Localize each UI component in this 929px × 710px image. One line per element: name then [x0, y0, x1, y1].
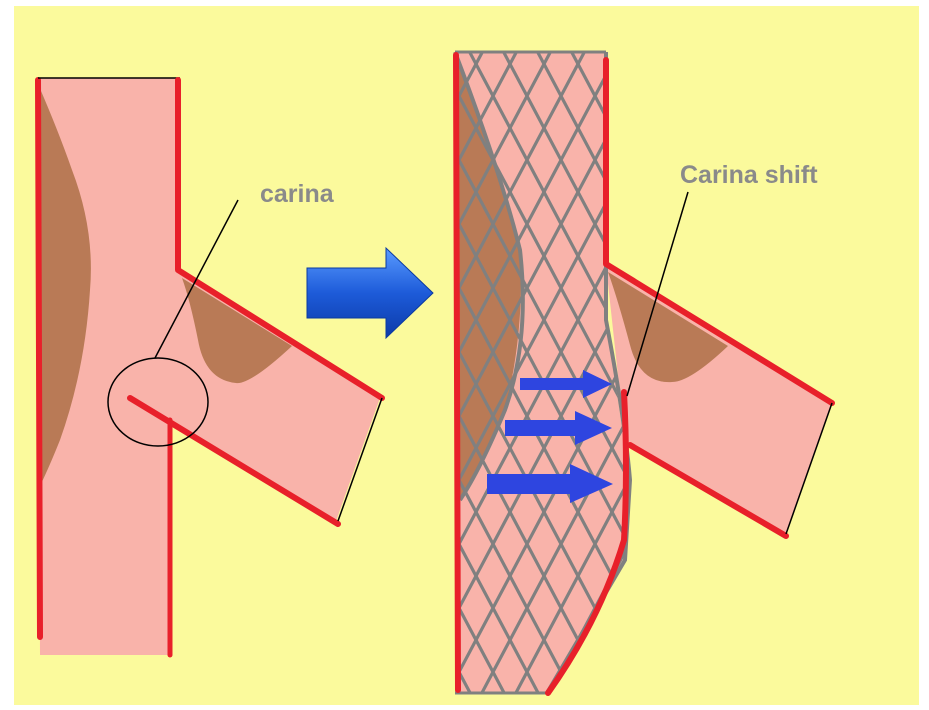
left-main-left-wall: [38, 80, 40, 637]
carina-label: carina: [260, 180, 335, 208]
right-main-left-wall: [456, 55, 458, 690]
carina-shift-label: Carina shift: [680, 161, 818, 189]
